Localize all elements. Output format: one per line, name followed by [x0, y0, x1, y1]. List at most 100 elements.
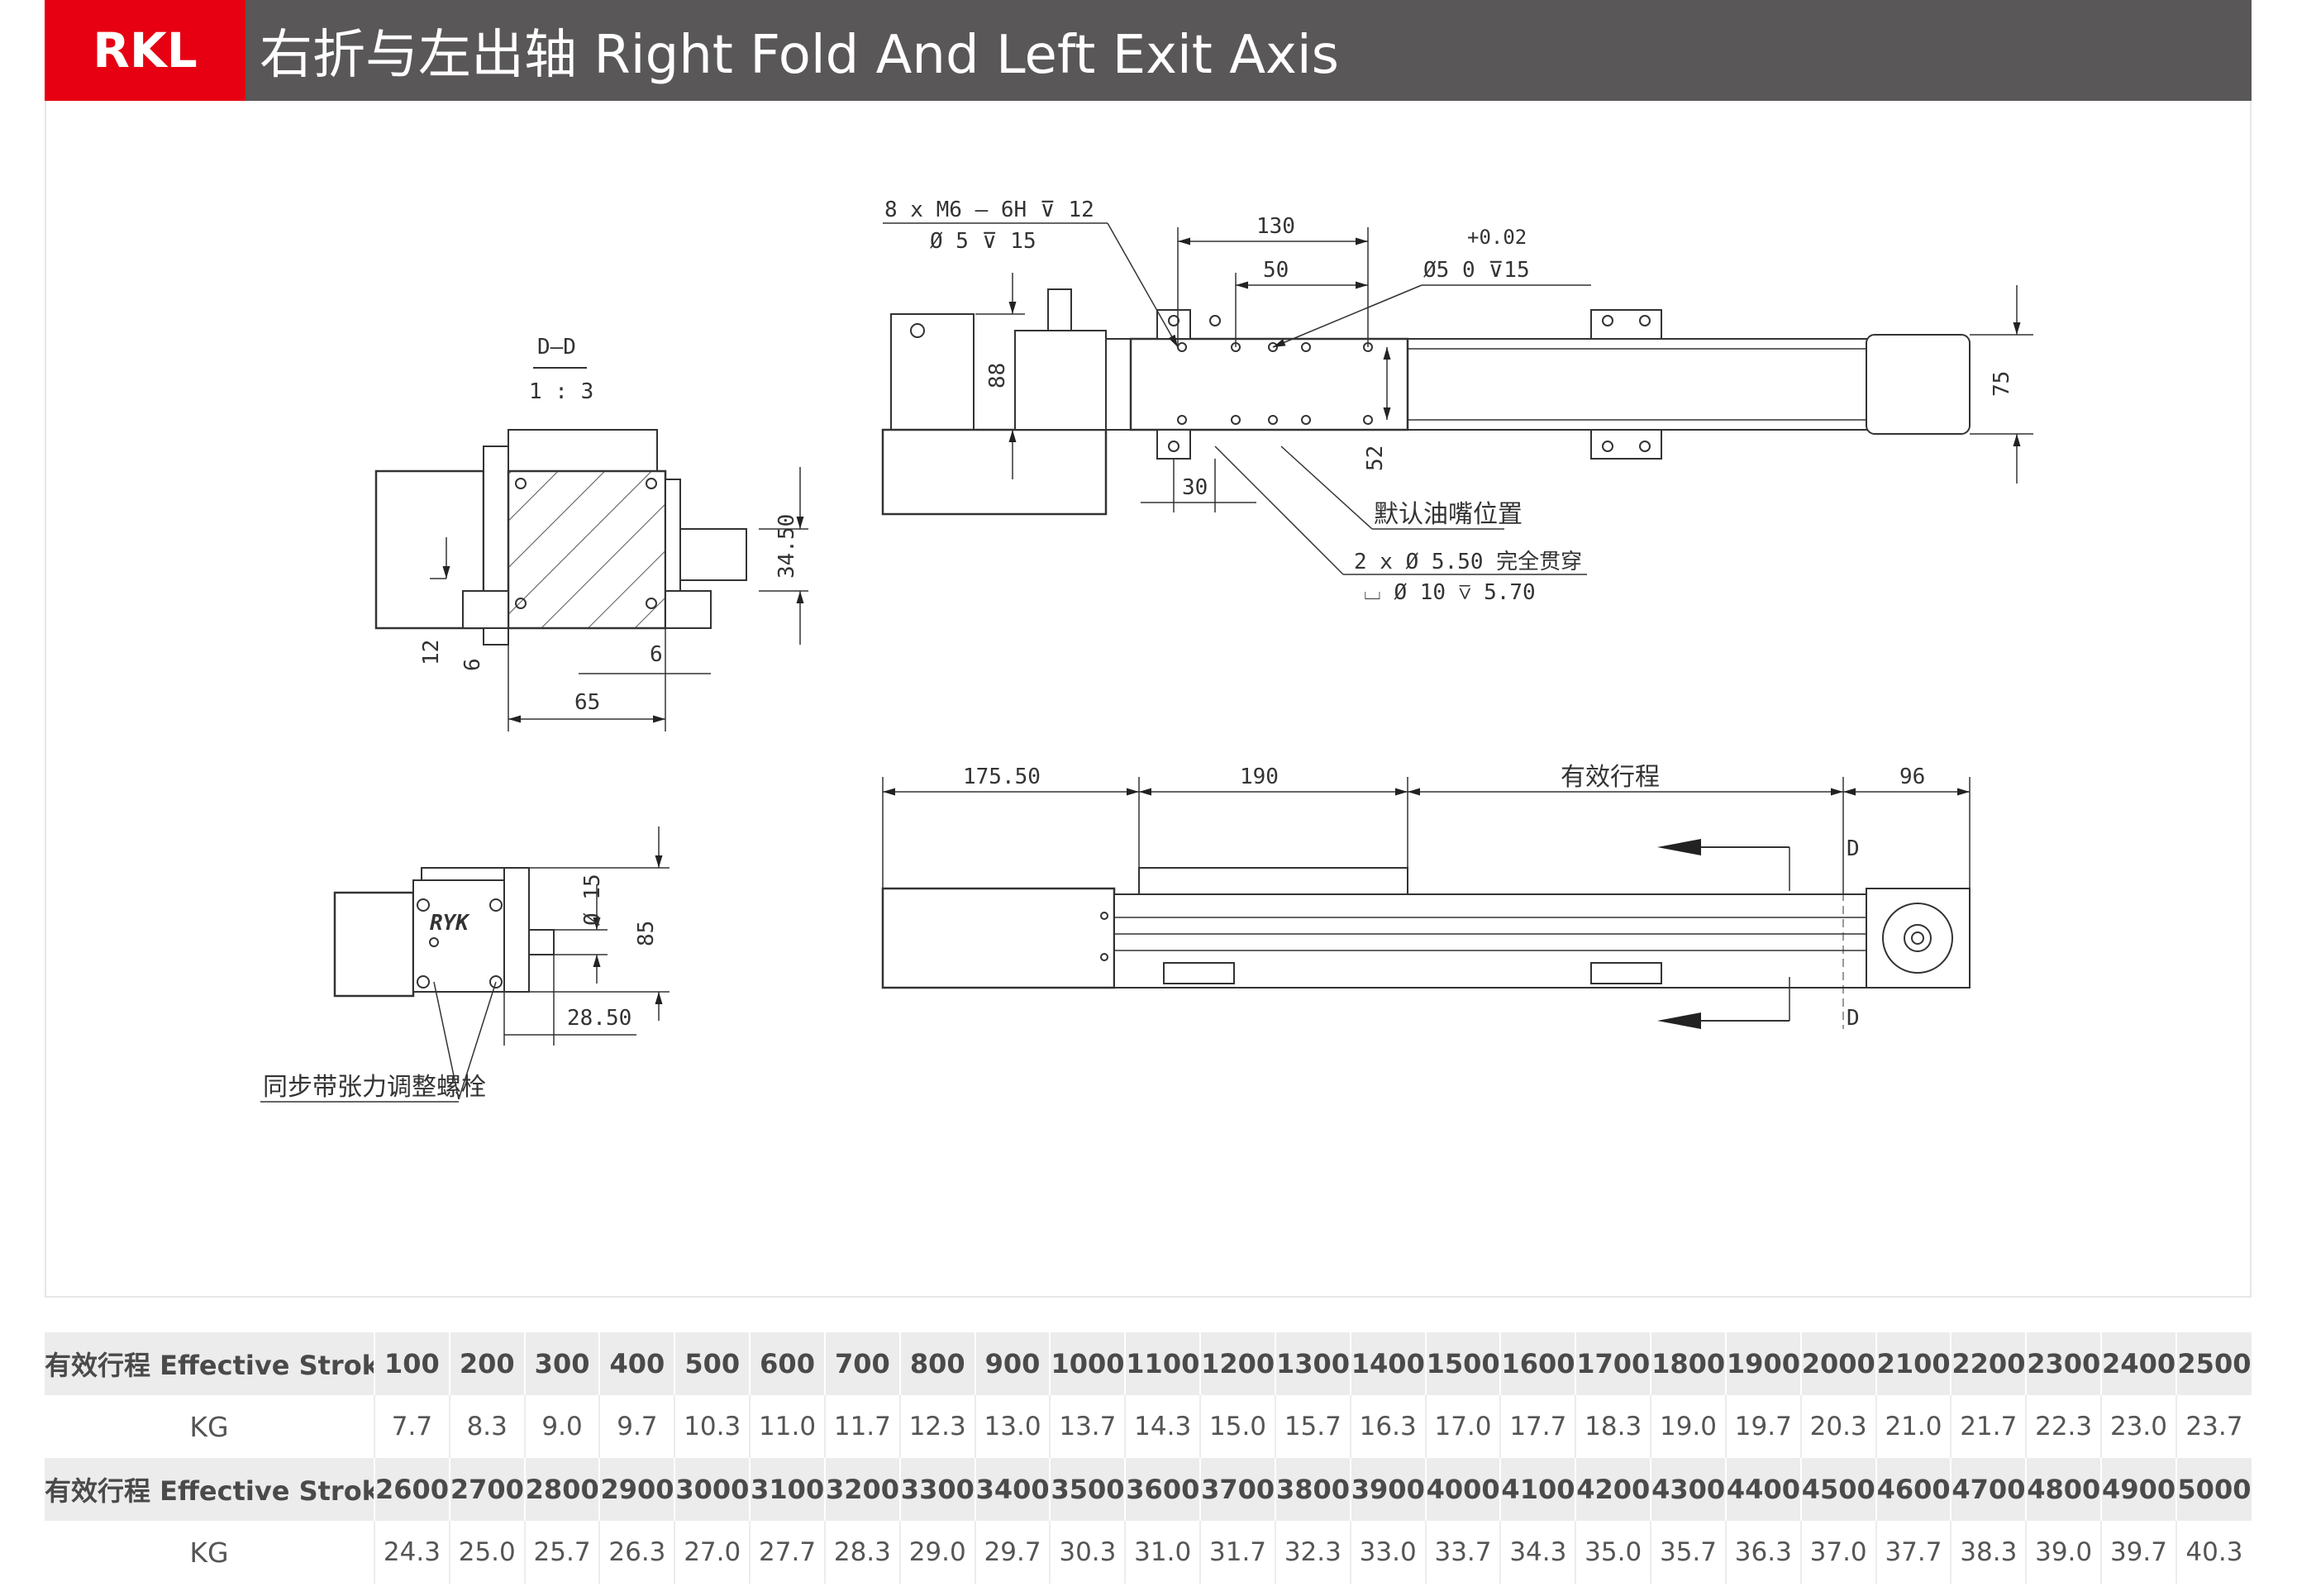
dim-85: 85: [634, 921, 659, 946]
hole-callout-2: ⌴ Ø 10 ⊽ 5.70: [1364, 580, 1536, 605]
table-cell: 23.0: [2100, 1395, 2176, 1458]
table-cell: 2000: [1799, 1332, 1876, 1395]
table-cell: 11.7: [823, 1395, 900, 1458]
table-cell: 35.7: [1650, 1521, 1726, 1584]
table-cell: 40.3: [2175, 1521, 2252, 1584]
table-cell: 28.3: [823, 1521, 900, 1584]
grease-nipple-label: 默认油嘴位置: [1374, 500, 1523, 529]
dim-6a: 6: [460, 658, 485, 671]
table-cell: 1600: [1499, 1332, 1576, 1395]
table-cell: 700: [823, 1332, 900, 1395]
logo: RYK: [430, 911, 470, 936]
dim-65: 65: [574, 690, 600, 715]
thread-callout-1: 8 x M6 – 6H ⊽ 12: [884, 198, 1094, 222]
table-cell: 3100: [749, 1458, 825, 1521]
table-cell: 27.0: [674, 1521, 751, 1584]
table-cell: 22.3: [2025, 1395, 2102, 1458]
table-cell: 1000: [1049, 1332, 1126, 1395]
table-cell: 2500: [2175, 1332, 2252, 1395]
thread-callout-2: Ø 5 ⊽ 15: [930, 229, 1037, 254]
table-cell: 1500: [1424, 1332, 1501, 1395]
table-cell: 21.0: [1875, 1395, 1951, 1458]
table-cell: 31.7: [1199, 1521, 1275, 1584]
table-cell: 36.3: [1724, 1521, 1801, 1584]
row-label: 有效行程 Effective Stroke: [45, 1332, 374, 1395]
table-cell: 4000: [1424, 1458, 1501, 1521]
table-cell: 2100: [1875, 1332, 1951, 1395]
table-cell: 3200: [823, 1458, 900, 1521]
table-cell: 10.3: [674, 1395, 751, 1458]
table-cell: 25.0: [448, 1521, 525, 1584]
table-cell: 600: [749, 1332, 825, 1395]
table-cell: 2900: [598, 1458, 675, 1521]
dim-12: 12: [419, 640, 444, 665]
table-cell: 20.3: [1799, 1395, 1876, 1458]
table-cell: 26.3: [598, 1521, 675, 1584]
table-cell: 12.3: [898, 1395, 975, 1458]
section-mark-top: D: [1847, 836, 1860, 861]
front-view: 175.50 190 有效行程 96 D D: [881, 763, 1971, 1031]
table-cell: 1200: [1199, 1332, 1275, 1395]
table-cell: 27.7: [749, 1521, 825, 1584]
table-cell: 4600: [1875, 1458, 1951, 1521]
table-cell: 3400: [974, 1458, 1051, 1521]
dim-175-50: 175.50: [963, 765, 1041, 789]
table-cell: 9.7: [598, 1395, 675, 1458]
table-cell: 19.0: [1650, 1395, 1726, 1458]
table-cell: 3600: [1124, 1458, 1201, 1521]
table-cell: 900: [974, 1332, 1051, 1395]
table-cell: 13.7: [1049, 1395, 1126, 1458]
table-cell: 1100: [1124, 1332, 1201, 1395]
table-cell: 4800: [2025, 1458, 2102, 1521]
table-cell: 2200: [1950, 1332, 2027, 1395]
table-cell: 400: [598, 1332, 675, 1395]
end-view: RYK Ø 15 85 28.50 同步带张力调整螺栓: [260, 827, 670, 1103]
table-cell: 200: [448, 1332, 525, 1395]
technical-drawing: D–D 1 : 3 34.50 12 6 6 65: [260, 198, 2033, 1103]
table-cell: 1800: [1650, 1332, 1726, 1395]
table-cell: 15.7: [1274, 1395, 1351, 1458]
table-cell: 4200: [1575, 1458, 1651, 1521]
table-cell: 4500: [1799, 1458, 1876, 1521]
table-cell: 2400: [2100, 1332, 2176, 1395]
section-scale: 1 : 3: [529, 379, 593, 404]
table-cell: 3700: [1199, 1458, 1275, 1521]
dim-6b: 6: [650, 642, 663, 667]
table-cell: 38.3: [1950, 1521, 2027, 1584]
table-cell: 3300: [898, 1458, 975, 1521]
table-cell: 23.7: [2175, 1395, 2252, 1458]
table-cell: 1900: [1724, 1332, 1801, 1395]
table-cell: 11.0: [749, 1395, 825, 1458]
table-cell: 3000: [674, 1458, 751, 1521]
table-cell: 4900: [2100, 1458, 2176, 1521]
hole-callout-1: 2 x Ø 5.50 完全贯穿: [1354, 550, 1582, 574]
table-cell: 9.0: [523, 1395, 600, 1458]
table-cell: 1400: [1349, 1332, 1426, 1395]
table-cell: 39.0: [2025, 1521, 2102, 1584]
section-mark-bottom: D: [1847, 1006, 1860, 1031]
table-cell: 8.3: [448, 1395, 525, 1458]
table-cell: 800: [898, 1332, 975, 1395]
dim-phi15: Ø 15: [580, 874, 605, 926]
table-cell: 31.0: [1124, 1521, 1201, 1584]
model-badge: RKL: [45, 0, 245, 101]
row-label: KG: [45, 1395, 374, 1458]
dim-75: 75: [1990, 371, 2014, 397]
table-cell: 30.3: [1049, 1521, 1126, 1584]
table-cell: 33.0: [1349, 1521, 1426, 1584]
table-cell: 37.7: [1875, 1521, 1951, 1584]
table-cell: 29.0: [898, 1521, 975, 1584]
table-cell: 4300: [1650, 1458, 1726, 1521]
table-cell: 19.7: [1724, 1395, 1801, 1458]
table-cell: 17.0: [1424, 1395, 1501, 1458]
effective-stroke-label: 有效行程: [1561, 763, 1660, 792]
table-cell: 2700: [448, 1458, 525, 1521]
section-view: D–D 1 : 3 34.50 12 6 6 65: [374, 335, 808, 731]
dim-96: 96: [1899, 765, 1925, 789]
table-cell: 15.0: [1199, 1395, 1275, 1458]
